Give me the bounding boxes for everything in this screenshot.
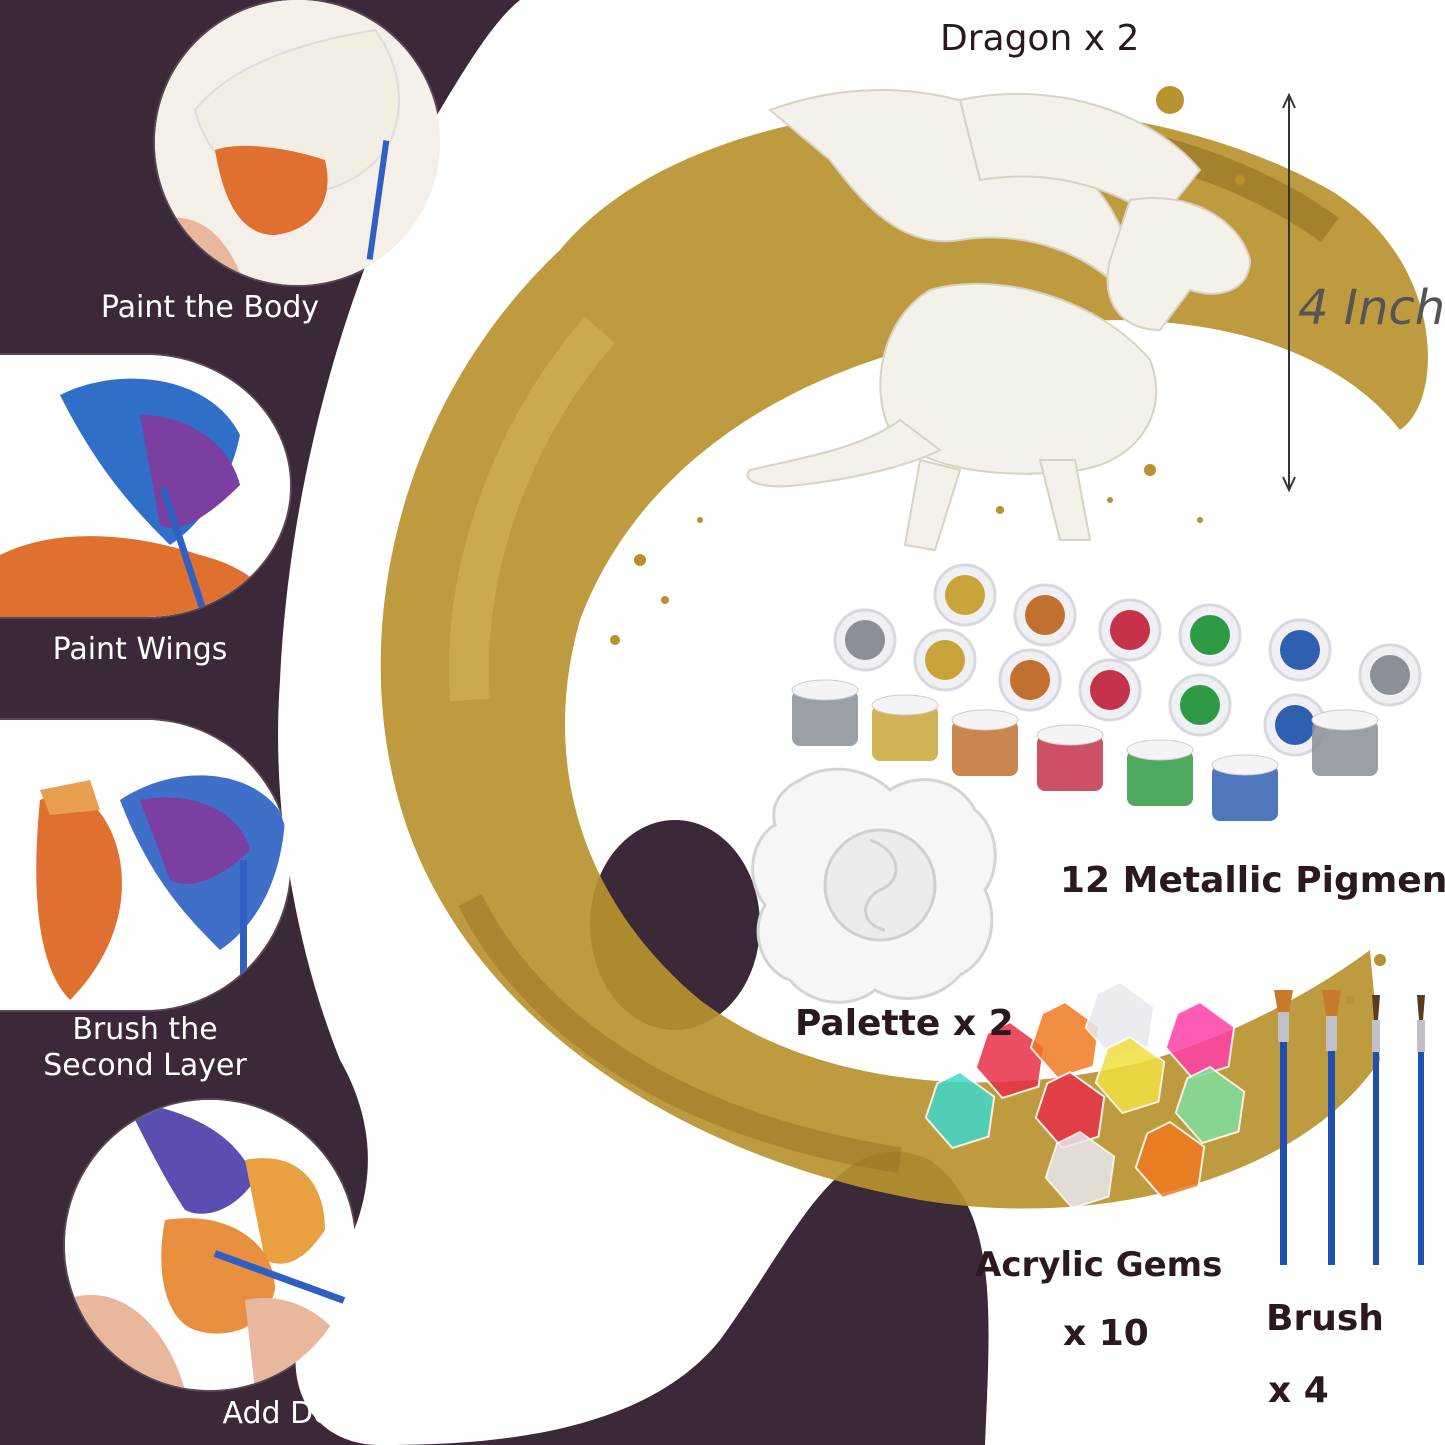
- paint-color-9: [1010, 660, 1050, 700]
- paint-pot-3: [952, 720, 1018, 776]
- brush-4: [1417, 995, 1425, 1265]
- step-1-label: Paint the Body: [100, 290, 320, 325]
- paint-pot-rim-4: [1036, 724, 1104, 746]
- paint-color-6: [1280, 630, 1320, 670]
- acrylic-gem-9: [1134, 1120, 1206, 1200]
- palette-label: Palette x 2: [795, 1003, 1014, 1044]
- step-4-photo: [65, 1100, 355, 1390]
- paint-color-12: [1275, 705, 1315, 745]
- paint-color-3: [1025, 595, 1065, 635]
- paint-pot-rim-6: [1211, 754, 1279, 776]
- paint-pot-rim-3: [951, 709, 1019, 731]
- step-2-label: Paint Wings: [52, 632, 228, 667]
- paint-color-10: [1090, 670, 1130, 710]
- dragon-label: Dragon x 2: [940, 18, 1140, 59]
- paint-pot-1: [792, 690, 858, 746]
- paint-pot-rim-7: [1311, 709, 1379, 731]
- step-3-photo: [0, 720, 290, 1010]
- paint-pot-5: [1127, 750, 1193, 806]
- paint-color-8: [925, 640, 965, 680]
- step-2-photo: [0, 355, 290, 617]
- step-3-label: Brush the Second Layer: [43, 1012, 247, 1083]
- height-dimension-line: [1282, 92, 1296, 493]
- pigment-label: 12 Metallic Pigment: [1060, 860, 1445, 901]
- brush-label: Brush: [1266, 1298, 1384, 1339]
- white-dragon-figure: [746, 89, 1252, 552]
- brush-1: [1274, 990, 1293, 1265]
- paint-pot-rim-5: [1126, 739, 1194, 761]
- brush-3: [1372, 995, 1380, 1265]
- step-1-photo: [155, 0, 440, 285]
- acrylic-gem-6: [1094, 1035, 1166, 1115]
- paint-color-7: [1370, 655, 1410, 695]
- paint-pot-7: [1312, 720, 1378, 776]
- brush-2: [1322, 990, 1341, 1265]
- palette-trays: [751, 767, 997, 1004]
- acrylic-gem-5: [924, 1070, 996, 1150]
- height-label: 4 Inch: [1298, 280, 1445, 336]
- gems-quantity: x 10: [1063, 1313, 1149, 1354]
- paint-pot-set: [791, 563, 1422, 821]
- paint-pot-4: [1037, 735, 1103, 791]
- acrylic-gems-pile: [924, 980, 1246, 1210]
- brush-set: [1274, 990, 1425, 1265]
- paint-pot-2: [872, 705, 938, 761]
- step-4-label: Add Details & Done!: [222, 1396, 528, 1431]
- gems-label: Acrylic Gems: [975, 1245, 1223, 1285]
- paint-color-1: [845, 620, 885, 660]
- paint-color-11: [1180, 685, 1220, 725]
- acrylic-gem-7: [1174, 1065, 1246, 1145]
- paint-color-5: [1190, 615, 1230, 655]
- paint-color-4: [1110, 610, 1150, 650]
- paint-pot-rim-1: [791, 679, 859, 701]
- brush-quantity: x 4: [1268, 1370, 1329, 1411]
- paint-color-2: [945, 575, 985, 615]
- paint-pot-6: [1212, 765, 1278, 821]
- acrylic-gem-10: [1044, 1130, 1116, 1210]
- paint-pot-rim-2: [871, 694, 939, 716]
